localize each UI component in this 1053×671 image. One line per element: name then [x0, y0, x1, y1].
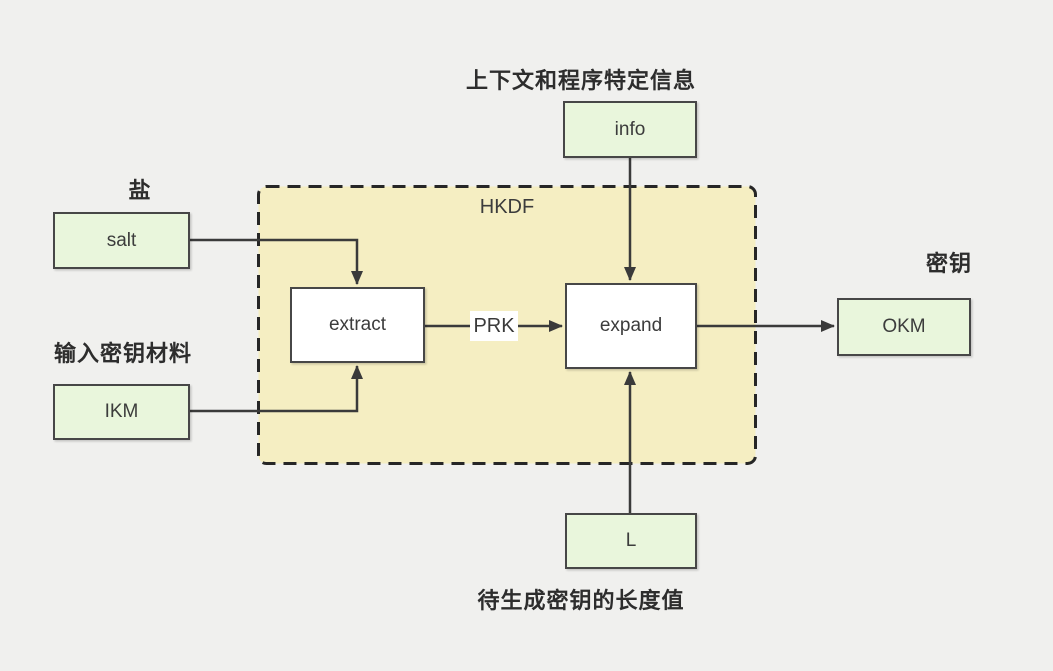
- node-ikm: IKM: [53, 384, 190, 440]
- node-l-label: L: [625, 530, 637, 551]
- node-salt-label: salt: [106, 229, 137, 251]
- node-l: L: [565, 513, 697, 569]
- node-expand: expand: [565, 283, 697, 369]
- edge-salt-to-extract: [190, 238, 363, 285]
- caption-info: 上下文和程序特定信息: [465, 68, 696, 93]
- node-salt: salt: [53, 212, 190, 269]
- caption-salt: 盐: [128, 178, 152, 203]
- caption-ikm: 输入密钥材料: [53, 341, 192, 366]
- edge-label-prk: PRK: [470, 311, 518, 341]
- node-okm: OKM: [837, 298, 971, 356]
- caption-okm: 密钥: [925, 251, 972, 276]
- node-expand-label: expand: [599, 315, 663, 336]
- hkdf-container-label: HKDF: [479, 196, 535, 218]
- node-info: info: [563, 101, 697, 158]
- node-ikm-label: IKM: [104, 401, 139, 422]
- node-okm-label: OKM: [882, 316, 926, 337]
- edge-ikm-to-extract: [190, 365, 363, 413]
- node-extract-label: extract: [328, 314, 387, 335]
- node-extract: extract: [290, 287, 425, 363]
- caption-l: 待生成密钥的长度值: [477, 588, 685, 613]
- node-info-label: info: [614, 118, 646, 140]
